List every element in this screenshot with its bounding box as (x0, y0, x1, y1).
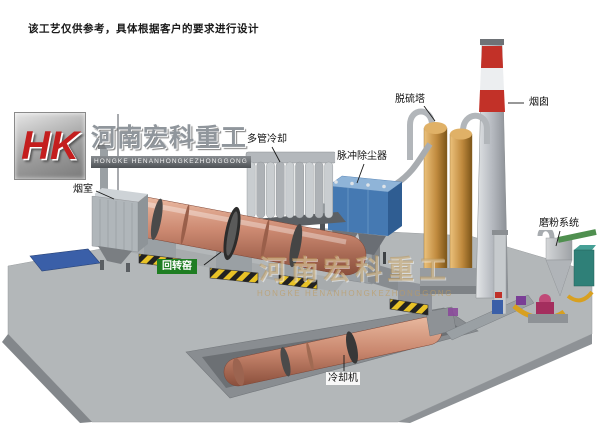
hazard-guard-2 (209, 267, 259, 284)
leader-lines (95, 102, 561, 371)
label-desulfurization-tower: 脱硫塔 (393, 93, 427, 106)
small-stack (100, 148, 108, 196)
rotary-kiln (97, 191, 367, 276)
kiln-tyre-1 (150, 198, 163, 240)
logo-text-block: 河南宏科重工 HONGKE HENANHONGKEZHONGGONG (91, 124, 251, 168)
hazard-guard-3 (278, 274, 318, 290)
cooling-machine (223, 306, 457, 387)
kiln-piers (138, 236, 318, 290)
tower-pipe-left (407, 108, 435, 160)
chimney-cap (480, 39, 504, 45)
label-grinding-system: 磨粉系统 (537, 217, 581, 230)
tower-pipe-right (460, 112, 490, 144)
logo-plaque: HK (14, 112, 86, 180)
hazard-guard-trench (389, 298, 429, 316)
disclaimer-text: 该工艺仅供参考，具体根据客户的要求进行设计 (28, 23, 259, 35)
fan-unit (536, 302, 554, 314)
logo-company-name-en: HONGKE HENANHONGKEZHONGGONG (91, 155, 251, 168)
green-duct (557, 229, 597, 243)
cooler-end-cap (232, 357, 245, 386)
kiln-tyre-2 (289, 223, 303, 268)
company-logo: HK 河南宏科重工 HONGKE HENANHONGKEZHONGGONG (14, 112, 251, 180)
teal-unit (573, 249, 595, 287)
logo-monogram: HK (21, 123, 79, 168)
smoke-chamber (91, 114, 148, 272)
purple-unit (448, 308, 458, 316)
tower-base (420, 268, 476, 286)
desulfurization-towers (407, 108, 490, 294)
logo-company-name-cn: 河南宏科重工 (91, 124, 248, 153)
label-pulse-dust-collector: 脉冲除尘器 (335, 150, 389, 163)
label-multi-tube-cooler: 多管冷却 (245, 133, 289, 146)
grinding-system (445, 226, 597, 341)
label-smoke-chamber: 烟室 (71, 183, 95, 196)
collector-outlet-duct (394, 142, 433, 187)
label-cooling-machine: 冷却机 (326, 372, 360, 385)
label-chimney: 烟囱 (527, 96, 551, 109)
label-rotary-kiln: 回转窑 (157, 259, 197, 274)
